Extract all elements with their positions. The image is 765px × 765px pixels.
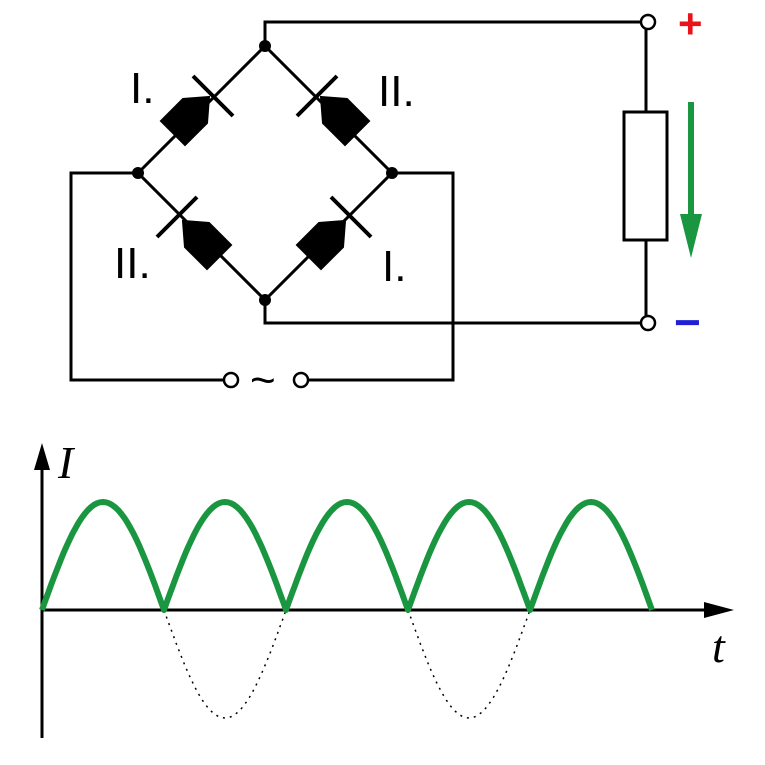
diode-label-top-right: II.	[378, 67, 415, 116]
terminal-ac-left	[222, 371, 240, 389]
diode-bottom-left-triangle	[181, 219, 233, 271]
diode-top-left-cathode-bar	[191, 74, 235, 118]
diode-bottom-left	[155, 195, 233, 271]
wire-output-negative	[263, 298, 650, 325]
wire-ac-left	[69, 171, 233, 382]
diode-bottom-right-triangle	[295, 219, 347, 271]
y-axis-label: I	[57, 437, 76, 488]
current-graph: I t	[34, 437, 734, 738]
diode-label-top-left: I.	[130, 64, 154, 113]
diode-top-right-triangle	[319, 95, 371, 147]
bridge-circuit: I. II. II. I. ~ + −	[69, 0, 703, 405]
diode-top-left	[159, 74, 235, 147]
terminal-positive	[639, 13, 657, 31]
terminal-ac-right	[292, 371, 310, 389]
ghost-negative-half-waves	[163, 609, 531, 719]
wire-ac-right	[299, 171, 455, 382]
plus-sign: +	[678, 0, 703, 47]
wire-output-positive	[263, 20, 650, 48]
ac-source-symbol: ~	[250, 356, 276, 405]
diode-top-left-triangle	[159, 95, 211, 147]
y-axis-arrow-icon	[34, 443, 50, 470]
load-resistor	[622, 110, 669, 242]
diode-bottom-right	[295, 195, 373, 271]
node-left	[132, 167, 144, 179]
diode-bottom-right-cathode-bar	[329, 195, 373, 239]
diode-top-right	[295, 74, 371, 147]
rectified-current-curve	[39, 499, 655, 613]
minus-sign: −	[674, 296, 701, 348]
current-arrow-icon	[680, 102, 702, 258]
node-right	[386, 167, 398, 179]
x-axis-label: t	[712, 621, 726, 672]
node-top	[259, 40, 271, 52]
diode-label-bottom-left: II.	[114, 239, 151, 288]
diode-bottom-left-cathode-bar	[155, 195, 199, 239]
diode-top-right-cathode-bar	[295, 74, 339, 118]
x-axis-arrow-icon	[704, 602, 734, 618]
diode-label-bottom-right: I.	[382, 242, 406, 291]
node-bottom	[259, 294, 271, 306]
terminal-negative	[639, 314, 657, 332]
